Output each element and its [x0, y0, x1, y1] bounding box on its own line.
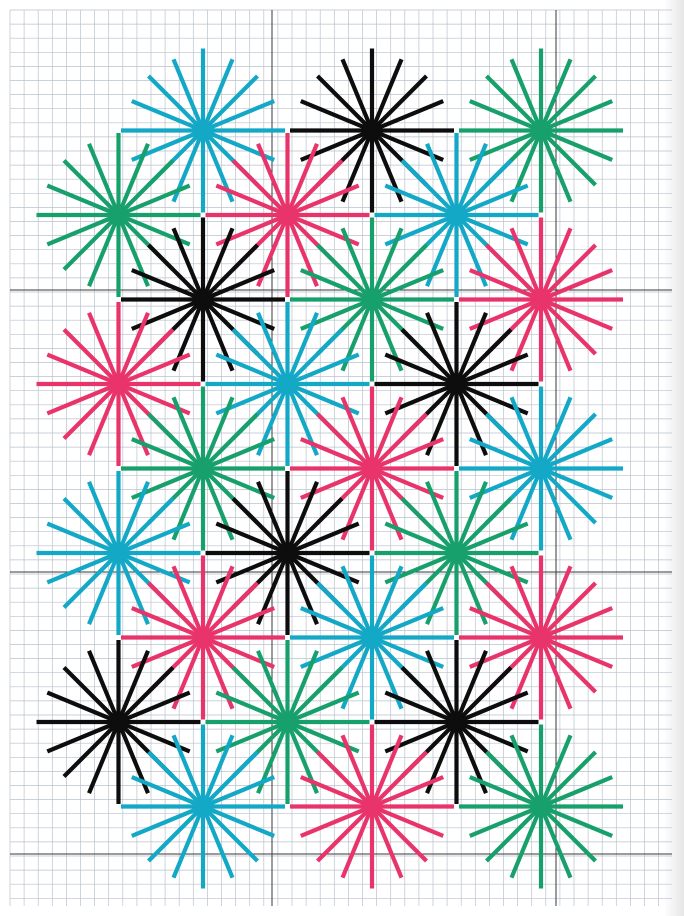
- star-ray: [317, 245, 372, 300]
- star-ray: [541, 300, 596, 355]
- star-ray: [148, 76, 203, 131]
- star-ray: [148, 414, 203, 469]
- star-ray: [64, 667, 119, 722]
- star-ray: [541, 414, 596, 469]
- star-ray: [233, 667, 288, 722]
- star-ray: [541, 76, 596, 131]
- star-ray: [203, 76, 258, 131]
- star-ray: [203, 807, 258, 862]
- star-ray: [457, 329, 512, 384]
- star-ray: [148, 807, 203, 862]
- star-ray: [486, 76, 541, 131]
- star-ray: [541, 638, 596, 693]
- star-ray: [457, 498, 512, 553]
- star-ray: [233, 498, 288, 553]
- star-ray: [148, 583, 203, 638]
- star-ray: [402, 667, 457, 722]
- star-ray: [64, 329, 119, 384]
- star-ray: [541, 807, 596, 862]
- star-stitch-layer: [37, 49, 624, 889]
- star-ray: [372, 414, 427, 469]
- star-ray: [372, 752, 427, 807]
- star-ray: [372, 807, 427, 862]
- star-ray: [541, 469, 596, 524]
- star-ray: [372, 583, 427, 638]
- star-ray: [203, 414, 258, 469]
- star-ray: [372, 76, 427, 131]
- star-ray: [457, 160, 512, 215]
- star-ray: [64, 553, 119, 608]
- star-ray: [372, 245, 427, 300]
- star-ray: [64, 160, 119, 215]
- star-ray: [541, 752, 596, 807]
- star-ray: [541, 131, 596, 186]
- star-ray: [486, 245, 541, 300]
- star-ray: [486, 752, 541, 807]
- star-ray: [457, 667, 512, 722]
- star-ray: [317, 76, 372, 131]
- star-ray: [317, 807, 372, 862]
- star-ray: [233, 329, 288, 384]
- star-ray: [402, 329, 457, 384]
- star-ray: [288, 329, 343, 384]
- star-ray: [203, 245, 258, 300]
- star-ray: [288, 498, 343, 553]
- star-ray: [64, 384, 119, 439]
- star-ray: [148, 245, 203, 300]
- star-ray: [64, 498, 119, 553]
- star-ray: [64, 215, 119, 270]
- star-ray: [288, 667, 343, 722]
- star-ray: [233, 160, 288, 215]
- star-ray: [203, 583, 258, 638]
- star-ray: [402, 160, 457, 215]
- star-ray: [486, 807, 541, 862]
- star-ray: [402, 498, 457, 553]
- star-ray: [64, 722, 119, 777]
- star-ray: [486, 414, 541, 469]
- star-ray: [317, 414, 372, 469]
- star-ray: [317, 752, 372, 807]
- star-ray: [486, 583, 541, 638]
- star-ray: [148, 752, 203, 807]
- star-ray: [541, 583, 596, 638]
- star-ray: [203, 752, 258, 807]
- star-ray: [317, 583, 372, 638]
- star-ray: [541, 245, 596, 300]
- star-ray: [288, 160, 343, 215]
